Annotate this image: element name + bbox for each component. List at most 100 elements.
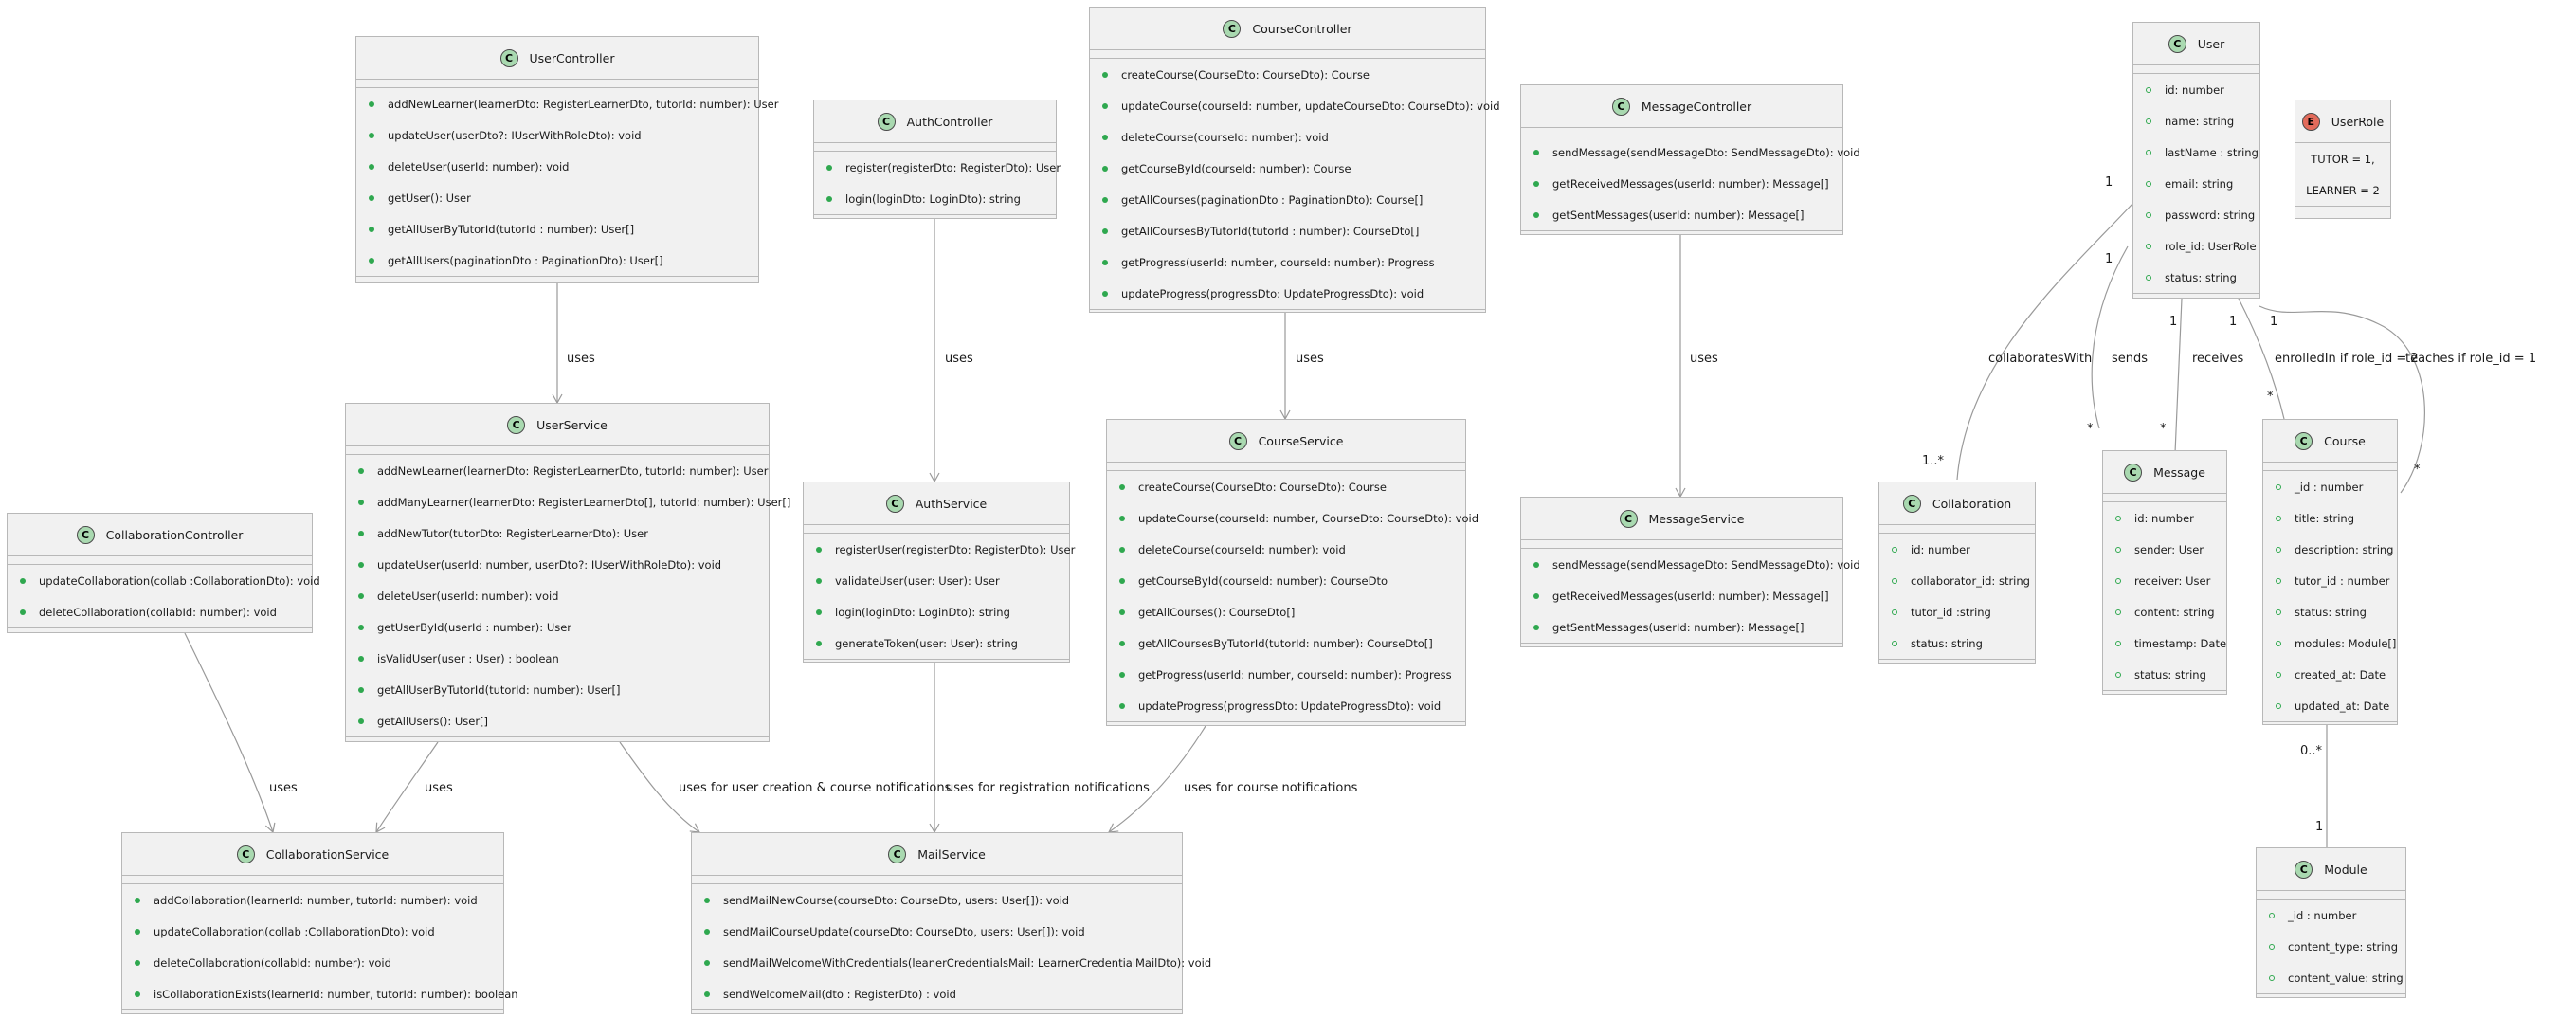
member-text: generateToken(user: User): string — [835, 636, 1018, 650]
member-text: addNewLearner(learnerDto: RegisterLearne… — [377, 464, 769, 478]
class-member: tutor_id : number — [2263, 565, 2397, 596]
fields-compartment — [804, 525, 1069, 534]
member-text: getAllCourses(paginationDto : Pagination… — [1121, 192, 1424, 207]
mult-course-module: 0..* — [2300, 744, 2323, 758]
member-text: tutor_id :string — [1911, 605, 1991, 619]
class-member: status: string — [2103, 659, 2226, 690]
public-method-icon — [1102, 165, 1108, 172]
compartment-end — [356, 276, 758, 284]
member-text: updateCollaboration(collab :Collaboratio… — [39, 573, 320, 588]
member-text: deleteCollaboration(collabId: number): v… — [154, 955, 391, 970]
fields-compartment — [2103, 494, 2226, 502]
member-text: register(registerDto: RegisterDto): User — [845, 160, 1061, 174]
class-member: id: number — [2103, 502, 2226, 534]
label-ac-as: uses — [945, 352, 973, 366]
mult-teaches-end: * — [2414, 463, 2421, 477]
compartment-end — [692, 1009, 1182, 1018]
class-member: sender: User — [2103, 534, 2226, 565]
class-member: updateCourse(courseId: number, updateCou… — [1090, 90, 1500, 121]
public-field-icon — [2115, 640, 2121, 646]
public-field-icon — [2276, 640, 2281, 646]
class-member: id: number — [1879, 534, 2035, 565]
public-method-icon — [135, 991, 140, 997]
member-text: _id : number — [2295, 480, 2364, 494]
member-text: sendMessage(sendMessageDto: SendMessageD… — [1552, 557, 1860, 572]
public-field-icon — [2146, 118, 2151, 124]
mult-module-end: 1 — [2315, 820, 2323, 834]
public-method-icon — [369, 132, 374, 138]
public-field-icon — [2146, 86, 2151, 93]
class-stereotype-icon: C — [877, 112, 896, 131]
public-method-icon — [1102, 227, 1108, 234]
class-member: password: string — [2133, 199, 2259, 230]
class-name: MailService — [917, 846, 986, 862]
compartment-end — [1107, 721, 1465, 730]
public-method-icon — [1119, 640, 1125, 646]
public-field-icon — [2276, 609, 2281, 615]
class-member: getReceivedMessages(userId: number): Mes… — [1521, 580, 1842, 611]
member-text: title: string — [2295, 511, 2355, 525]
class-member: getAllUsers(): User[] — [346, 705, 769, 736]
public-field-icon — [2269, 974, 2275, 981]
public-field-icon — [2276, 515, 2281, 521]
public-method-icon — [816, 577, 822, 584]
class-member: status: string — [2133, 262, 2259, 293]
member-text: content_value: string — [2288, 971, 2404, 985]
public-method-icon — [135, 897, 140, 903]
class-member: content: string — [2103, 596, 2226, 627]
fields-compartment — [1107, 463, 1465, 471]
class-stereotype-icon: C — [76, 525, 95, 544]
fields-compartment — [122, 876, 503, 884]
public-method-icon — [1533, 211, 1539, 218]
class-name: CourseService — [1258, 433, 1344, 448]
member-text: addManyLearner(learnerDto: RegisterLearn… — [377, 495, 791, 509]
public-method-icon — [358, 718, 364, 724]
member-text: sendMailWelcomeWithCredentials(leanerCre… — [723, 955, 1212, 970]
public-method-icon — [369, 163, 374, 170]
member-text: content: string — [2134, 605, 2215, 619]
public-method-icon — [1102, 134, 1108, 140]
member-text: password: string — [2165, 208, 2256, 222]
public-method-icon — [1119, 609, 1125, 615]
class-member: getAllCourses(paginationDto : Pagination… — [1090, 184, 1485, 215]
member-text: getProgress(userId: number, courseId: nu… — [1121, 255, 1435, 269]
fields-compartment — [8, 556, 312, 565]
public-method-icon — [369, 194, 374, 201]
member-text: status: string — [1911, 636, 1983, 650]
public-field-icon — [1892, 577, 1897, 584]
class-member: updateUser(userDto?: IUserWithRoleDto): … — [356, 119, 758, 151]
fields-compartment — [1521, 540, 1842, 549]
label-mc-ms: uses — [1690, 352, 1718, 366]
class-member: getUser(): User — [356, 182, 758, 213]
class-member: createCourse(CourseDto: CourseDto): Cour… — [1107, 471, 1465, 502]
member-text: updateProgress(progressDto: UpdateProgre… — [1138, 699, 1442, 713]
public-method-icon — [704, 959, 710, 966]
class-member: sendWelcomeMail(dto : RegisterDto) : voi… — [692, 978, 1182, 1009]
class-member: getProgress(userId: number, courseId: nu… — [1107, 659, 1465, 690]
class-name: AuthService — [915, 496, 988, 511]
compartment-end — [2257, 993, 2405, 1002]
class-stereotype-icon: C — [2295, 431, 2313, 450]
mult-collab-end: 1..* — [1922, 454, 1945, 468]
class-member: status: string — [1879, 627, 2035, 659]
class-member: created_at: Date — [2263, 659, 2397, 690]
member-text: getAllUsers(): User[] — [377, 714, 489, 728]
member-text: createCourse(CourseDto: CourseDto): Cour… — [1138, 480, 1387, 494]
public-field-icon — [2146, 149, 2151, 155]
class-member: description: string — [2263, 534, 2397, 565]
member-text: getCourseById(courseId: number): Course — [1121, 161, 1351, 175]
public-field-icon — [2146, 211, 2151, 218]
public-field-icon — [2276, 546, 2281, 553]
member-text: login(loginDto: LoginDto): string — [845, 191, 1021, 206]
class-member: title: string — [2263, 502, 2397, 534]
compartment-end — [2295, 206, 2390, 214]
